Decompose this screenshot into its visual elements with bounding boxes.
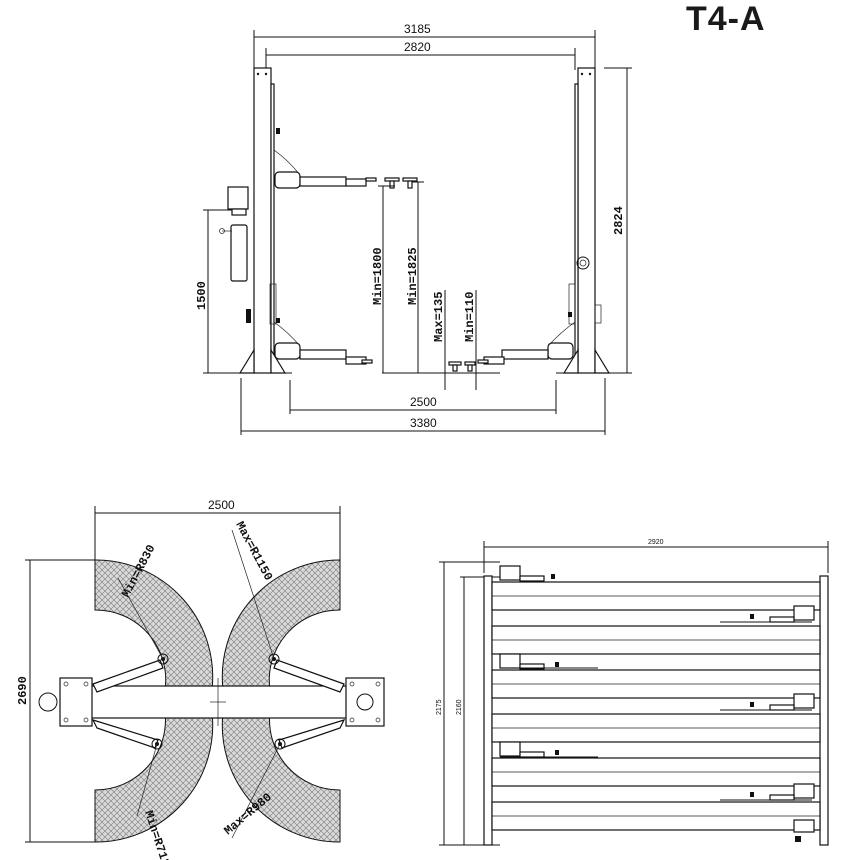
left-post (236, 67, 377, 374)
dim-label-min-1800: Min=1800 (371, 247, 385, 305)
dim-label-2160: 2160 (456, 699, 463, 715)
dim-label-3185: 3185 (404, 22, 431, 36)
stacked-posts (491, 581, 821, 831)
dim-width-inner: 2820 (265, 40, 576, 70)
dim-label-1500: 1500 (195, 281, 209, 310)
dim-height-post: 2824 (604, 67, 632, 374)
dim-label-top-2500: 2500 (208, 498, 235, 512)
dim-width-total: 3185 (253, 22, 596, 70)
dim-label-2690: 2690 (16, 676, 30, 705)
carriages (499, 565, 815, 842)
front-view: 3185 2820 (195, 22, 632, 435)
dim-label-2500: 2500 (410, 395, 437, 409)
dim-min-1825: Min=1825 (406, 181, 424, 373)
dim-label-2820: 2820 (404, 40, 431, 54)
dim-label-2824: 2824 (612, 206, 626, 235)
dim-min-1800: Min=1800 (371, 185, 395, 373)
dim-label-max-135: Max=135 (432, 292, 446, 342)
dim-label-2920: 2920 (648, 539, 664, 546)
shipping-view: 2920 2175 2160 (436, 539, 829, 846)
top-view: 2500 2690 (16, 498, 385, 860)
dim-label-2175: 2175 (436, 699, 443, 715)
dim-label-min-1825: Min=1825 (406, 247, 420, 305)
right-post (477, 67, 612, 374)
lift-pads (384, 177, 476, 372)
dim-label-min-110: Min=110 (463, 292, 477, 342)
dim-label-3380: 3380 (410, 416, 437, 430)
top-arms (91, 653, 346, 750)
power-unit (219, 186, 251, 323)
dim-base-inner: 2500 (289, 380, 557, 414)
model-title: T4-A (686, 0, 766, 38)
dim-base-total: 3380 (240, 378, 606, 435)
dim-max-135: Max=135 (432, 290, 446, 390)
dim-min-110: Min=110 (463, 290, 477, 390)
dim-height-motor: 1500 (195, 209, 240, 374)
